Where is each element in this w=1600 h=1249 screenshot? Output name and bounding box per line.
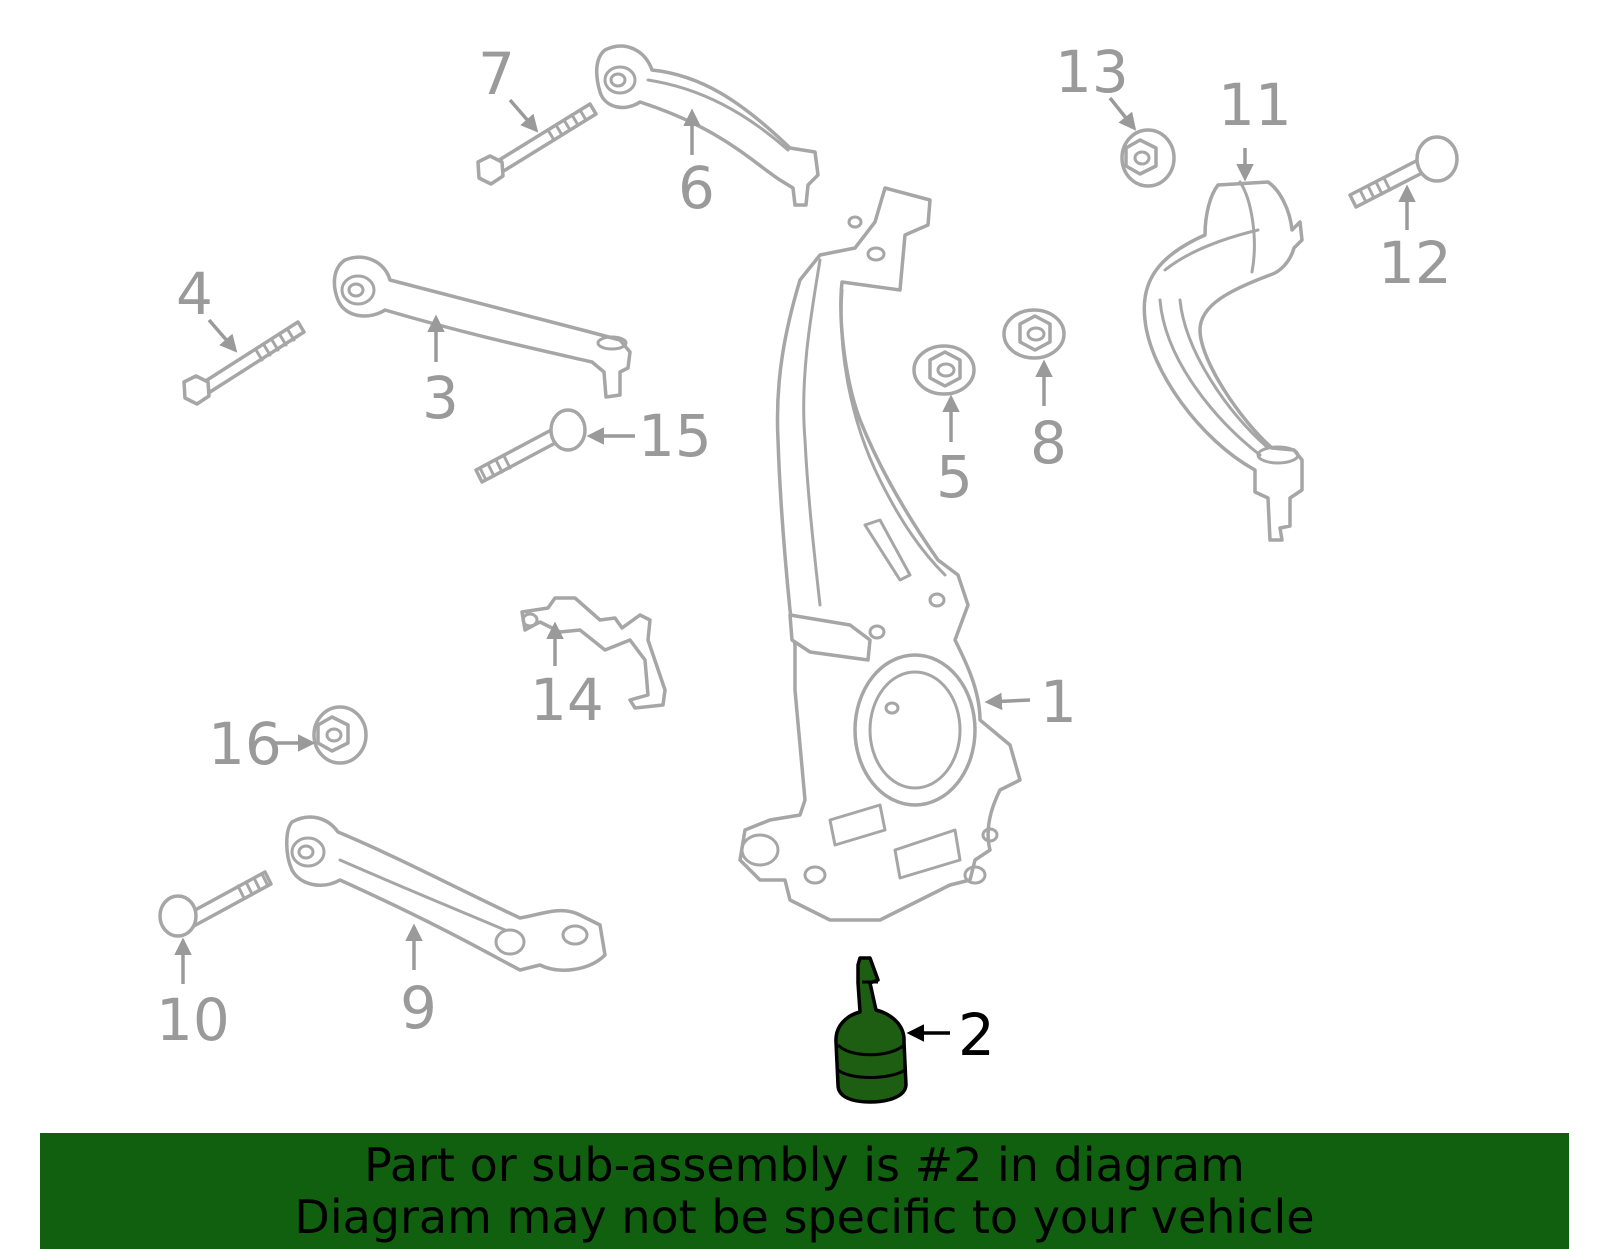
part-6-control-arm xyxy=(594,44,820,207)
callout-5: 5 xyxy=(936,443,973,511)
callout-2: 2 xyxy=(958,1001,995,1069)
callout-13: 13 xyxy=(1055,38,1129,106)
part-12-bolt xyxy=(1348,135,1459,209)
part-4-bolt xyxy=(182,320,306,406)
part-7-bolt xyxy=(476,102,598,186)
callout-12: 12 xyxy=(1378,229,1452,297)
callout-15: 15 xyxy=(638,402,712,470)
callout-4: 4 xyxy=(176,260,213,328)
part-10-bolt xyxy=(158,870,273,938)
callout-10: 10 xyxy=(156,986,230,1054)
callout-14: 14 xyxy=(530,666,604,734)
callout-3: 3 xyxy=(422,364,459,432)
callout-7: 7 xyxy=(478,40,515,108)
callout-labels: 1 2 3 4 5 6 7 8 9 10 11 12 13 14 15 16 xyxy=(156,38,1452,1069)
callout-11: 11 xyxy=(1218,71,1292,139)
callout-1: 1 xyxy=(1040,668,1077,736)
part-2-ball-joint xyxy=(834,956,908,1104)
callout-16: 16 xyxy=(208,710,282,778)
callout-9: 9 xyxy=(400,974,437,1042)
part-5-nut xyxy=(912,344,976,396)
part-8-nut xyxy=(1002,308,1066,360)
info-banner: Part or sub-assembly is #2 in diagram Di… xyxy=(40,1133,1569,1249)
part-9-control-arm xyxy=(285,815,607,972)
part-3-control-arm xyxy=(332,255,632,399)
callout-8: 8 xyxy=(1030,409,1067,477)
part-11-control-arm xyxy=(1142,180,1304,542)
part-15-bolt xyxy=(474,408,587,484)
callout-arrows xyxy=(174,96,1416,1042)
part-1-knuckle xyxy=(738,186,1022,922)
banner-line-2: Diagram may not be specific to your vehi… xyxy=(294,1190,1315,1244)
part-13-nut xyxy=(1120,128,1176,188)
banner-line-1: Part or sub-assembly is #2 in diagram xyxy=(364,1138,1245,1192)
callout-6: 6 xyxy=(678,154,715,222)
part-16-nut xyxy=(312,705,368,765)
